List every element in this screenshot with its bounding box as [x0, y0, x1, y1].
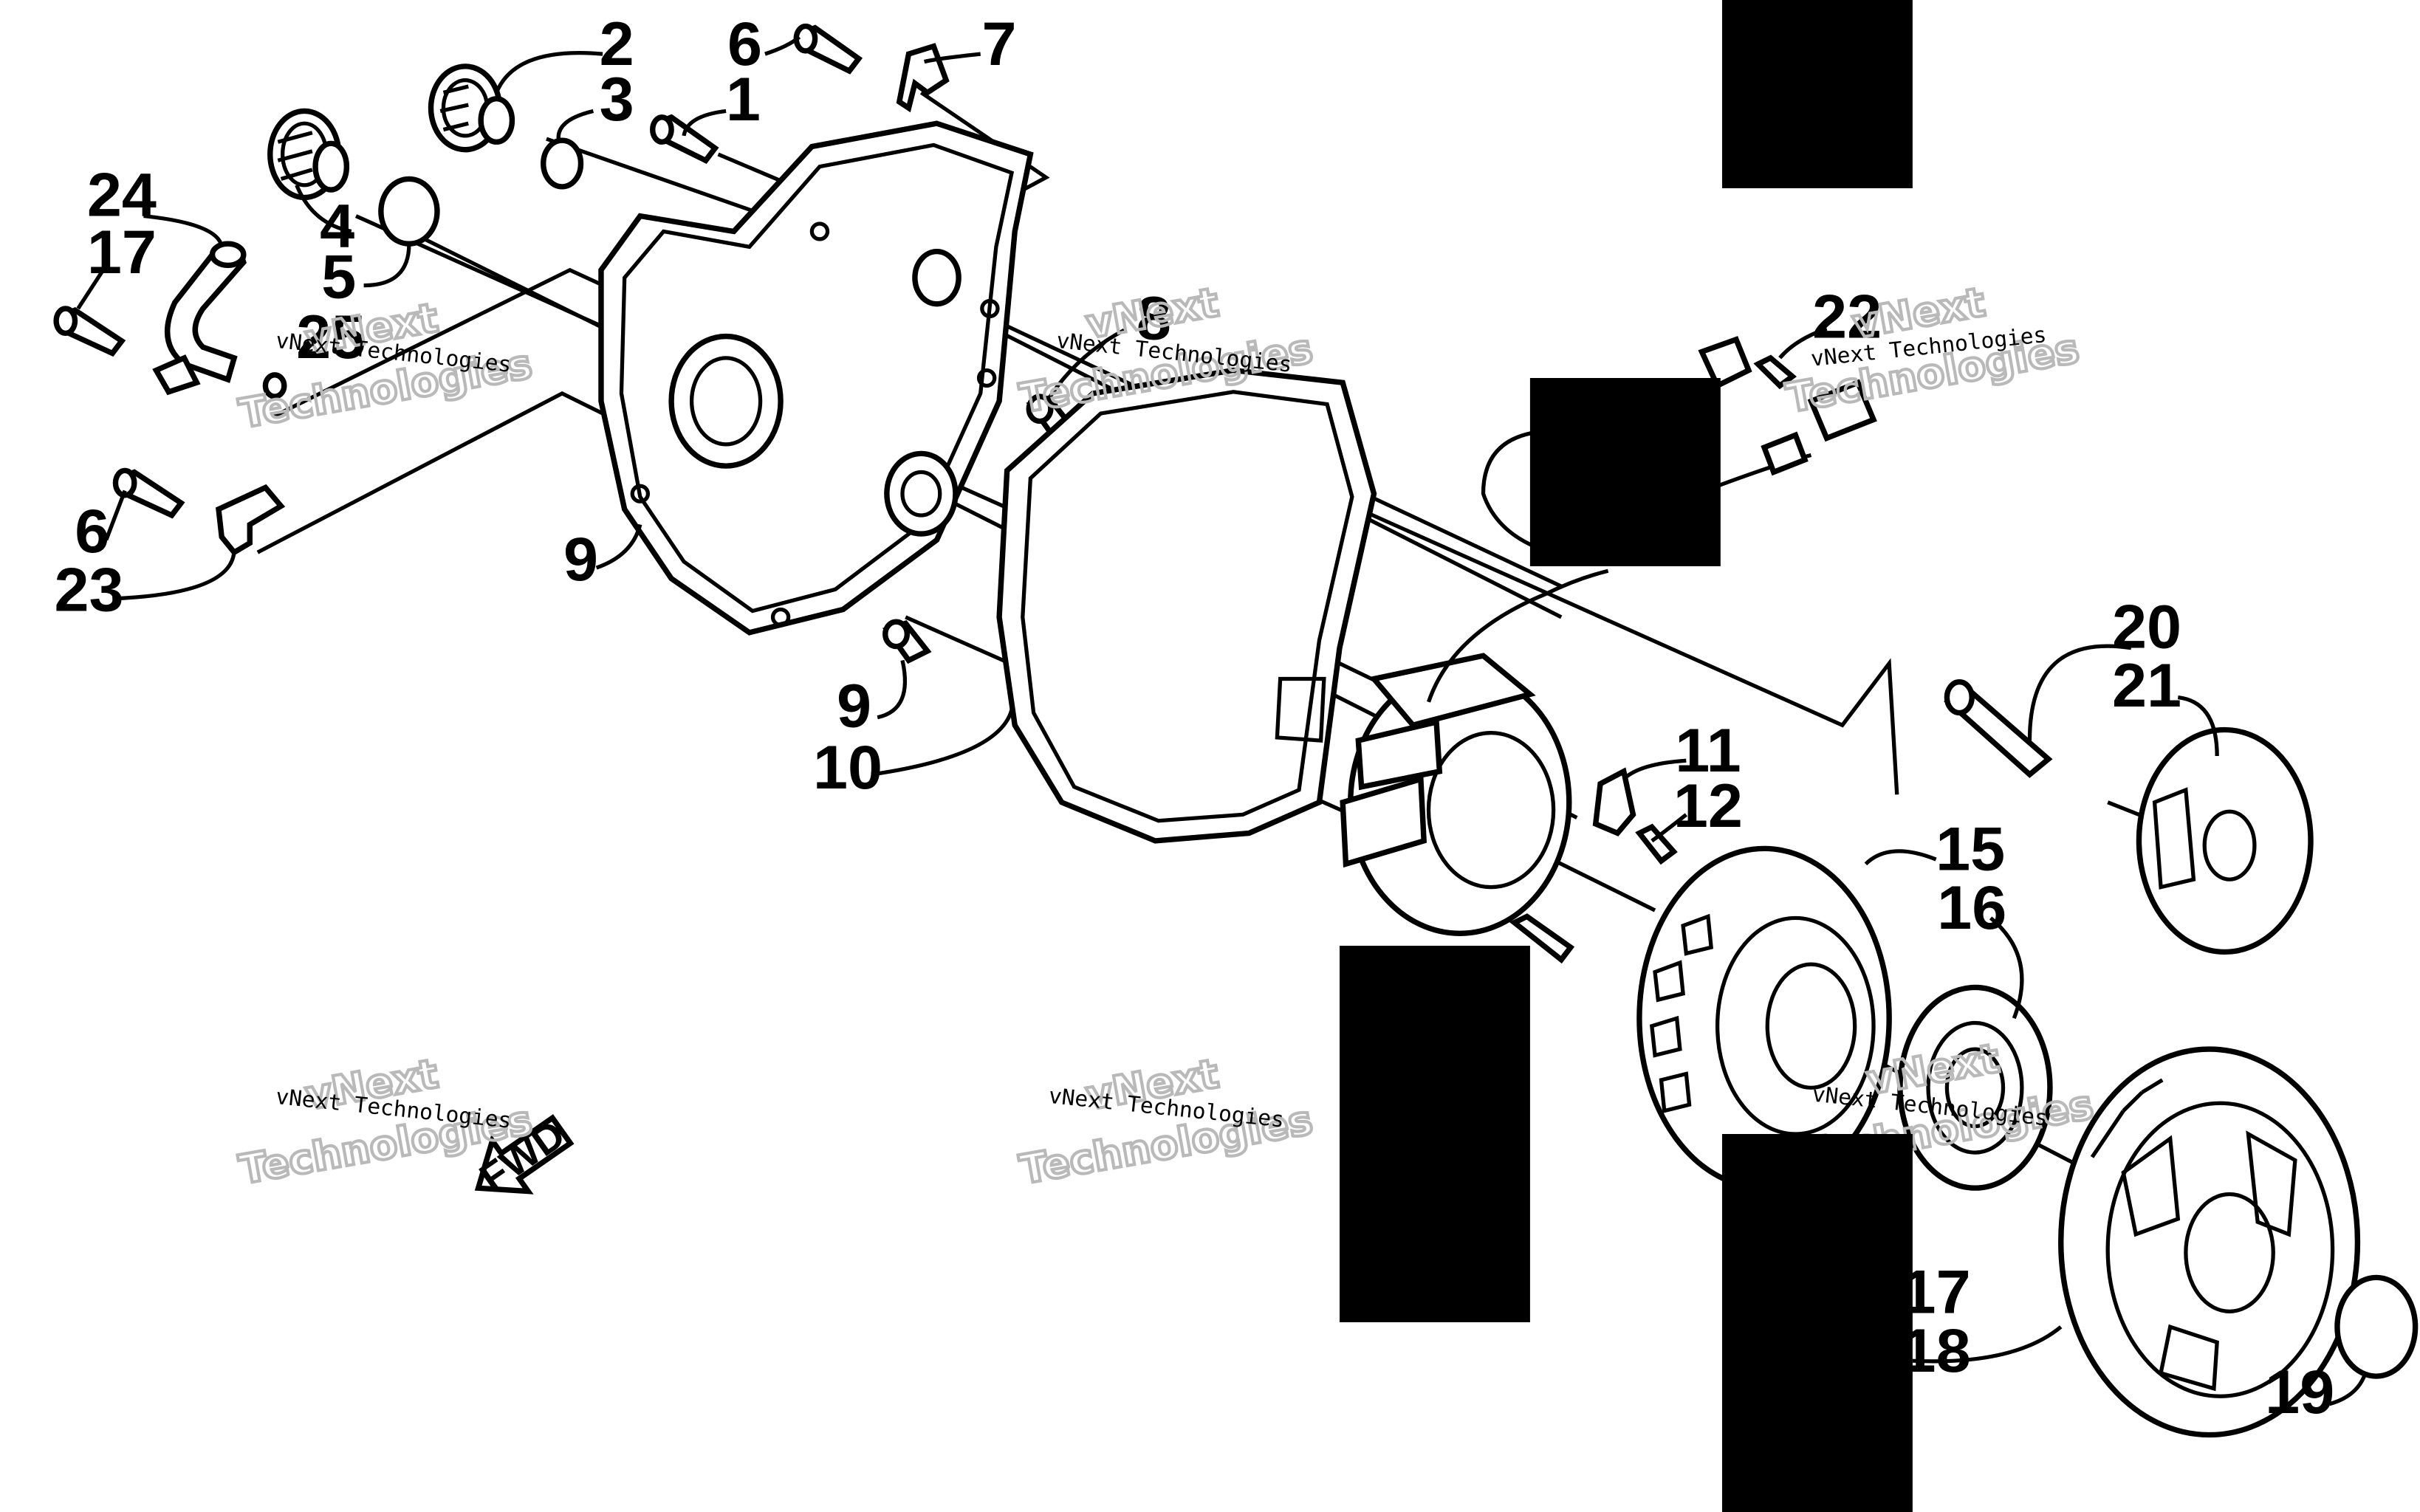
redaction-block-mid: [1529, 378, 1721, 566]
redaction-block-bottom-right: [1721, 1134, 1913, 1512]
callout-6-top: 6: [727, 9, 762, 78]
part-idler-gear-21: [2136, 726, 2314, 955]
redaction-block-bottom-left: [1339, 946, 1530, 1322]
callout-2: 2: [600, 9, 634, 78]
part-o-ring-large: [378, 176, 440, 247]
callout-4: 4: [320, 191, 354, 260]
callout-21: 21: [2112, 651, 2181, 720]
part-bolt-17-left: [53, 306, 126, 357]
callout-6-left: 6: [75, 497, 109, 566]
callout-7: 7: [982, 9, 1017, 78]
part-wire-harness: [1426, 336, 1877, 703]
callout-19: 19: [2265, 1358, 2334, 1426]
part-plug: [428, 63, 515, 153]
part-stator: [1340, 653, 1572, 936]
part-o-ring-small: [541, 137, 584, 190]
callout-9-upper: 8: [1137, 284, 1171, 352]
part-shaft-20: [1944, 679, 2053, 778]
part-bracket-11: [1592, 767, 1636, 836]
callout-18: 18: [1902, 1316, 1971, 1384]
callout-17-left: 17: [87, 217, 157, 286]
callout-16: 16: [1937, 873, 2006, 941]
part-cover: [598, 120, 1034, 636]
callout-20: 20: [2112, 592, 2181, 661]
callout-17-right: 17: [1902, 1257, 1971, 1326]
part-screw-12: [1635, 823, 1678, 865]
part-screw-22: [1753, 354, 1797, 390]
callout-24: 24: [87, 160, 157, 229]
part-bolt-6-top: [793, 23, 863, 75]
callout-1: 1: [726, 64, 761, 133]
part-o-ring-25: [262, 372, 287, 399]
part-dowel-lower: [882, 619, 932, 664]
callout-3: 3: [600, 64, 634, 133]
callout-labels: 2 3 1 6 7 4 5 24 17 25 6 23 9 8 9 10 11 …: [54, 9, 2334, 1426]
part-cap: [267, 108, 350, 201]
callout-12: 12: [1673, 772, 1743, 840]
part-gasket: [996, 367, 1377, 844]
callout-10: 10: [813, 732, 882, 801]
callout-11: 11: [1675, 715, 1741, 784]
callout-9-lower: 9: [837, 671, 871, 740]
part-starter-gear: [2058, 1046, 2361, 1438]
part-ring-19: [2334, 1274, 2419, 1379]
part-bolt-1: [650, 114, 719, 164]
callout-5: 5: [321, 242, 356, 311]
callout-23: 23: [54, 555, 123, 624]
part-clip-23: [216, 484, 286, 556]
callout-8: 9: [563, 524, 598, 593]
redaction-block-top: [1721, 0, 1913, 188]
callout-22: 22: [1812, 282, 1882, 351]
part-starter-clutch: [1897, 984, 2053, 1191]
part-clip-7: [896, 43, 950, 113]
part-elbow-fitting: [152, 241, 247, 396]
callout-25: 25: [296, 302, 366, 371]
leader-lines: [76, 35, 2368, 1406]
callout-15: 15: [1936, 814, 2005, 883]
part-screw-stator: [1509, 913, 1575, 964]
